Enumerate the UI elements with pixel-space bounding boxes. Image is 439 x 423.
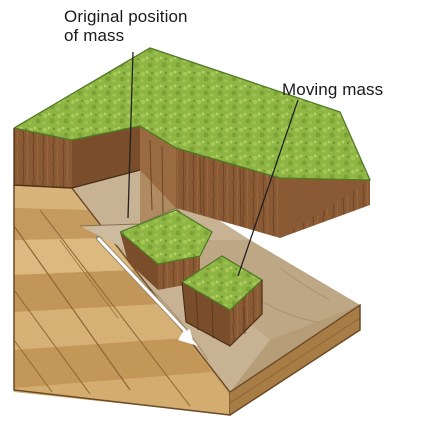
original-position-label-line2: of mass [64, 26, 125, 45]
moving-mass-label: Moving mass [282, 80, 432, 99]
bedrock-front-face [13, 184, 231, 416]
moving-mass-leader-line [237, 99, 299, 277]
original-position-leader-line [127, 51, 134, 219]
moving-mass-label-text: Moving mass [282, 80, 384, 99]
upper-block-soil [13, 126, 280, 238]
original-position-label-line1: Original position [64, 7, 188, 26]
movement-arrow [95, 235, 198, 346]
upper-plateau-grass [13, 47, 372, 238]
moving-mass-block [181, 255, 264, 347]
original-position-label: Original position of mass [64, 7, 224, 45]
